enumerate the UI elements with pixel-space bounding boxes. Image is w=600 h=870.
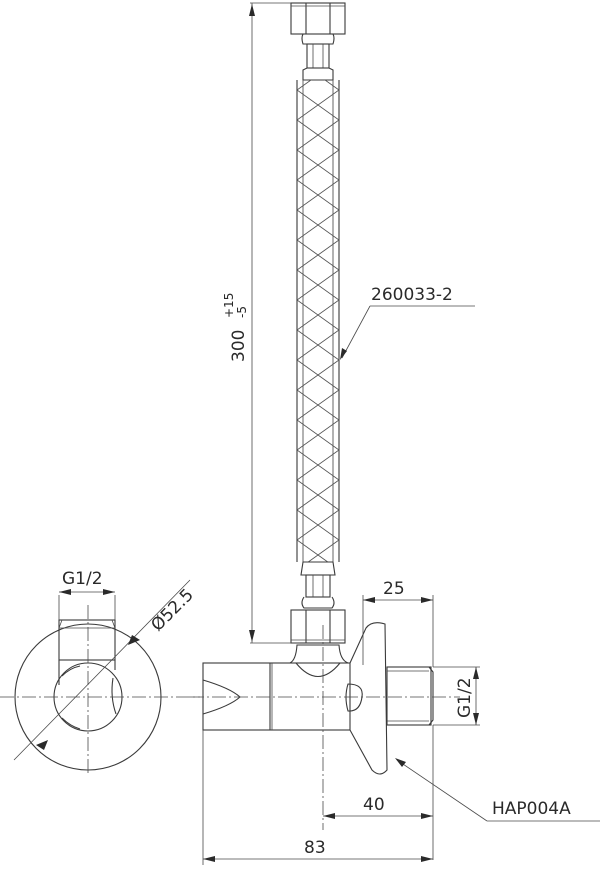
- top-hex-nut: [290, 2, 346, 35]
- dim-side-thread: G1/2: [58, 569, 116, 620]
- side-thread-label: G1/2: [62, 569, 103, 589]
- center-to-rosette-label: 40: [363, 795, 385, 815]
- outlet-length-label: 25: [383, 579, 405, 599]
- braided-hose: [290, 2, 346, 644]
- overall-length-label: 83: [304, 838, 326, 858]
- top-ferrule: [301, 33, 335, 81]
- hose-length-value: 300: [229, 330, 249, 362]
- braid-pattern: [297, 80, 339, 562]
- angle-valve-body: [202, 622, 434, 775]
- leader-hose-part: 260033-2: [340, 285, 475, 360]
- hose-length-tol-minus: -5: [235, 306, 249, 318]
- dim-center-to-rosette: 40: [323, 725, 434, 860]
- bottom-hex-nut: [290, 609, 346, 644]
- hose-length-tol-plus: +15: [222, 293, 236, 318]
- hose-part-number: 260033-2: [371, 285, 453, 305]
- valve-part-number: HAP004A: [492, 799, 571, 819]
- dim-outlet-thread: G1/2: [433, 666, 480, 726]
- bottom-ferrule: [300, 561, 336, 609]
- dim-rosette-diameter: Ø52.5: [13, 579, 198, 761]
- front-view-rosette: [0, 605, 200, 775]
- dim-hose-length: 300 +15 -5: [222, 2, 300, 644]
- leader-valve-part: HAP004A: [395, 758, 600, 822]
- rosette-diameter-label: Ø52.5: [147, 585, 197, 635]
- dim-outlet-length: 25: [362, 579, 434, 667]
- outlet-thread-label: G1/2: [455, 677, 475, 718]
- dim-overall-length: 83: [202, 730, 433, 865]
